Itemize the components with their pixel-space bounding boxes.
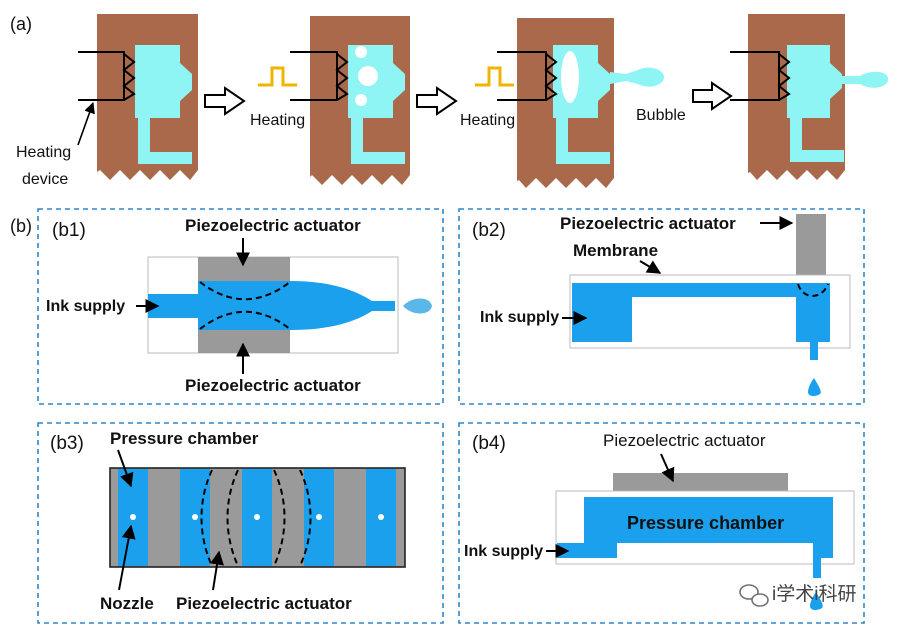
b1-diagram (147, 256, 432, 354)
panel-b1-border (37, 208, 444, 405)
panel-b4-border (458, 422, 865, 624)
b3-pressure-chamber-label: Pressure chamber (110, 429, 259, 448)
stage-1-printhead (78, 14, 198, 180)
b2-actuator-label: Piezoelectric actuator (560, 214, 736, 233)
b2-membrane-arrow (639, 260, 662, 274)
stage-4-printhead (730, 14, 889, 180)
panel-b2-border (458, 208, 865, 405)
panel-b2-label: (b2) (472, 220, 506, 241)
b3-actuator-label: Piezoelectric actuator (176, 594, 352, 613)
b3-nozzle-label: Nozzle (100, 594, 154, 613)
b3-nozzle-arrow (118, 524, 136, 591)
step-arrow-3 (692, 81, 733, 111)
b1-ink-supply-label: Ink supply (46, 298, 125, 315)
heating-label-1: Heating (250, 112, 305, 129)
heating-device-arrow (77, 101, 95, 146)
watermark: i学术i科研 (739, 583, 856, 607)
b3-actuator-arrow (210, 550, 224, 591)
panel-a-label: (a) (10, 14, 32, 34)
heating-label-2: Heating (460, 112, 515, 129)
b1-actuator-top-label: Piezoelectric actuator (185, 216, 361, 235)
step-arrow-1 (204, 86, 246, 116)
b3-pressure-chamber-arrow (117, 449, 134, 488)
b4-actuator-label: Piezoelectric actuator (603, 431, 766, 450)
panel-b-label: (b) (10, 216, 32, 236)
heating-pulse-1 (258, 66, 297, 87)
b2-ink-supply-label: Ink supply (480, 309, 559, 326)
panel-b3-label: (b3) (50, 433, 84, 454)
b3-diagram (109, 467, 406, 568)
stage-2-printhead (290, 16, 410, 185)
heating-device-label-line1: Heating (16, 144, 71, 161)
heating-pulse-2 (475, 66, 514, 87)
b1-actuator-bottom-label: Piezoelectric actuator (185, 376, 361, 395)
panel-b4-label: (b4) (472, 433, 506, 454)
b4-pressure-chamber-label: Pressure chamber (627, 513, 784, 533)
stage-3-printhead (497, 18, 664, 188)
step-arrow-2 (416, 86, 458, 116)
b4-actuator-arrow (660, 453, 675, 483)
bubble-label: Bubble (636, 107, 686, 124)
b4-diagram (555, 473, 855, 611)
panel-b1-label: (b1) (52, 220, 86, 241)
wechat-icon (739, 584, 769, 607)
b2-diagram (569, 214, 851, 397)
b4-ink-supply-label: Ink supply (464, 543, 543, 560)
watermark-text: i学术i科研 (772, 583, 856, 605)
panel-b3-border (37, 422, 444, 624)
heating-device-label-line2: device (22, 171, 68, 188)
b2-membrane-label: Membrane (573, 241, 658, 260)
